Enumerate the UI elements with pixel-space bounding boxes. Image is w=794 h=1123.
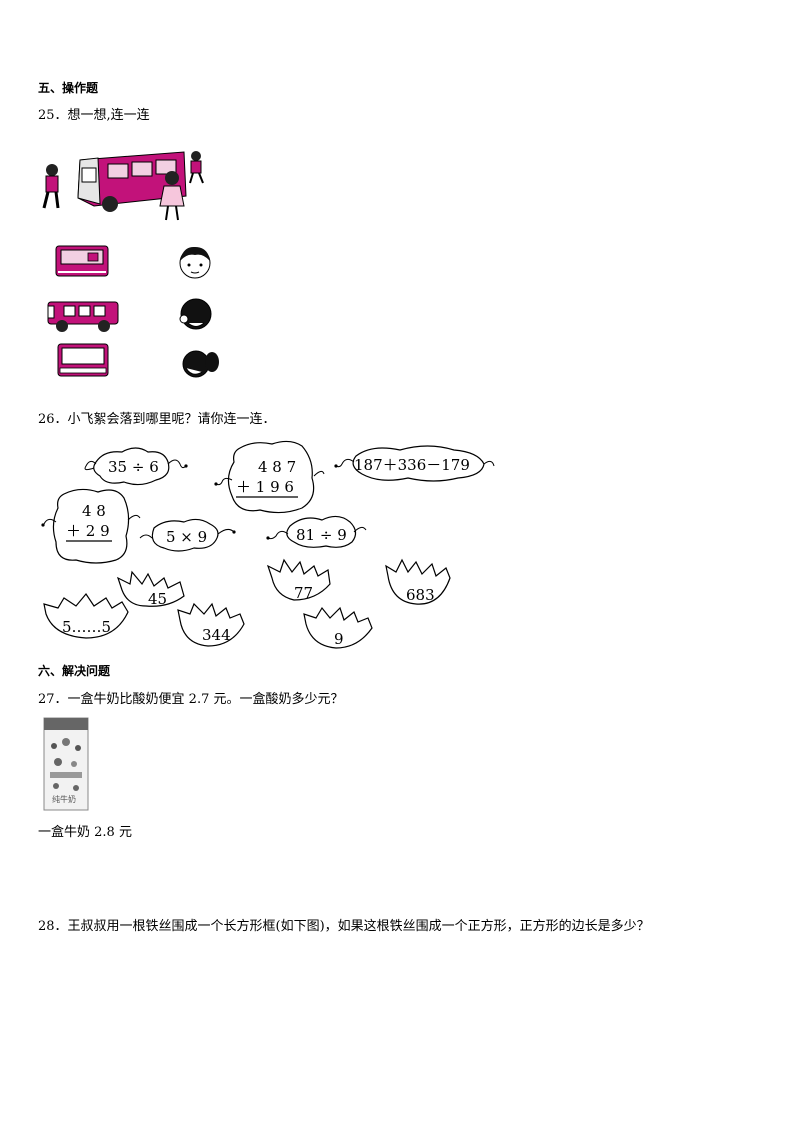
grass-45: 45 [116, 570, 185, 608]
boy-head-back-icon [179, 298, 212, 330]
question-26-text: 26．小飞絮会落到哪里呢？请你连一连． [38, 412, 276, 427]
milk-price-caption: 一盒牛奶 2.8 元 [38, 825, 132, 840]
girl-head-icon [182, 350, 219, 378]
boy-right-icon [189, 151, 204, 184]
cloud-1-expression: 35 ÷ 6 [108, 458, 159, 476]
cloud-3-expression: 187＋336－179 [354, 456, 470, 474]
cloud-48-plus-29: 4 8 ＋ 2 9 [41, 488, 141, 564]
section-heading-5: 五、操作题 [38, 81, 99, 95]
question-28-text: 28．王叔叔用一根铁丝围成一个长方形框(如下图)，如果这根铁丝围成一个正方形，正… [38, 919, 650, 934]
boy-left-icon [42, 164, 60, 209]
bus-children-scene [42, 151, 204, 221]
grass-5-remainder-5: 5……5 [43, 592, 129, 639]
question-25-text: 25．想一想,连一连 [38, 108, 150, 123]
bus-back-view-icon [55, 245, 109, 277]
bus-side-view-icon [47, 301, 119, 332]
bus-front-view-icon [57, 343, 109, 377]
cloud-6-expression: 81 ÷ 9 [296, 526, 347, 544]
bus-icon [77, 151, 187, 212]
cloud-487-plus-196: 4 8 7 ＋ 1 9 6 [214, 440, 325, 514]
girl-icon [159, 171, 185, 221]
milk-carton-icon: 纯牛奶 [43, 717, 89, 811]
grass-6-value: 9 [334, 630, 344, 648]
cloud-2-bottom: ＋ 1 9 6 [236, 478, 294, 496]
boy-head-face-icon [179, 246, 211, 279]
grass-5-value: 344 [202, 626, 231, 644]
cloud-5-expression: 5 × 9 [166, 528, 207, 546]
grass-683: 683 [385, 558, 451, 605]
grass-4-value: 5……5 [62, 618, 111, 636]
grass-9: 9 [303, 606, 373, 649]
cloud-5-times-9: 5 × 9 [139, 518, 236, 552]
cloud-81-div-9: 81 ÷ 9 [266, 515, 367, 548]
cloud-2-top: 4 8 7 [258, 458, 296, 476]
cloud-35-div-6: 35 ÷ 6 [84, 447, 188, 486]
dandelion-matching-figure: 35 ÷ 6 4 8 7 ＋ 1 9 6 187＋336－179 4 8 ＋ 2… [41, 440, 495, 649]
grass-1-value: 45 [148, 590, 167, 608]
carton-label: 纯牛奶 [52, 794, 76, 804]
grass-3-value: 683 [406, 586, 435, 604]
grass-344: 344 [177, 602, 245, 647]
cloud-4-top: 4 8 [82, 502, 106, 520]
grass-77: 77 [266, 558, 331, 602]
cloud-4-bottom: ＋ 2 9 [66, 522, 110, 540]
section-heading-6: 六、解决问题 [38, 664, 111, 678]
grass-2-value: 77 [294, 584, 313, 602]
question-27-text: 27．一盒牛奶比酸奶便宜 2.7 元。一盒酸奶多少元？ [38, 692, 344, 707]
cloud-187-plus-336-minus-179: 187＋336－179 [334, 445, 495, 482]
